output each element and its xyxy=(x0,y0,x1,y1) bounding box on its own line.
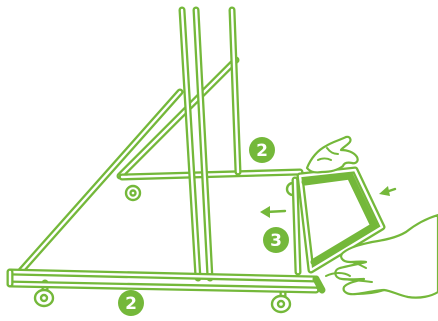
wheel-icon xyxy=(126,186,140,200)
wheel-icon xyxy=(272,290,290,312)
arrow-left-icon xyxy=(379,186,395,196)
step-badge-panel: 3 xyxy=(263,227,289,253)
step-badge-upper: 2 xyxy=(249,137,275,163)
step-badge-lower: 2 xyxy=(118,290,144,316)
step-number-upper: 2 xyxy=(256,141,268,161)
step-number-panel: 3 xyxy=(270,231,282,251)
step-number-lower: 2 xyxy=(125,294,137,314)
arrow-left-icon xyxy=(260,206,285,218)
